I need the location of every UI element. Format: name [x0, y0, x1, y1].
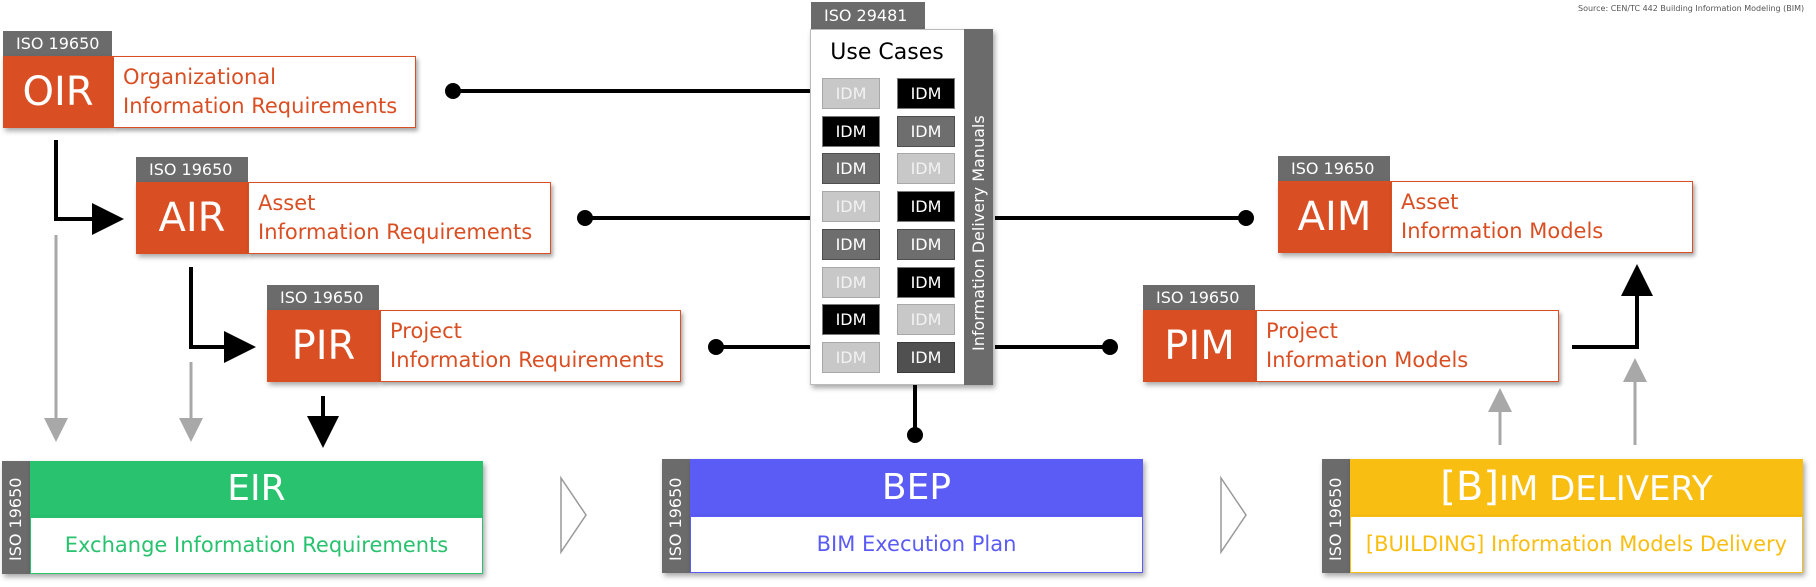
bep-desc: BIM Execution Plan: [690, 516, 1143, 573]
aim-line1: Asset: [1401, 190, 1459, 214]
pir-description: Project Information Requirements: [380, 310, 681, 382]
idm-chip: IDM: [897, 341, 955, 373]
idm-chip: IDM: [897, 78, 955, 109]
air-description: Asset Information Requirements: [248, 182, 551, 254]
air-tag: ISO 19650: [136, 157, 248, 182]
chevron-bep-delivery-icon: [1220, 475, 1247, 555]
connector-dot: [907, 427, 923, 443]
arrow-oir-air: [54, 140, 124, 235]
delivery-code-rest: IM DELIVERY: [1498, 469, 1713, 509]
idm-chip: IDM: [822, 266, 880, 298]
use-cases-tag: ISO 29481: [811, 2, 925, 29]
connector-dot: [708, 339, 724, 355]
bep-header: BEP: [690, 459, 1143, 516]
air-code: AIR: [136, 182, 248, 254]
arrow-pim-aim: [1572, 264, 1653, 349]
idm-chip: IDM: [822, 78, 880, 109]
delivery-side-tag: ISO 19650: [1326, 477, 1345, 561]
oir-description: Organizational Information Requirements: [113, 56, 416, 128]
pim-line1: Project: [1266, 319, 1338, 343]
connector-dot: [1102, 339, 1118, 355]
pir-line1: Project: [390, 319, 462, 343]
oir-code: OIR: [3, 56, 113, 128]
idm-chip: IDM: [897, 115, 955, 147]
eir-desc: Exchange Information Requirements: [30, 517, 483, 574]
idm-chip: IDM: [897, 266, 955, 298]
pim-code: PIM: [1143, 310, 1256, 382]
bep-side-tag: ISO 19650: [666, 477, 685, 561]
eir-side-tag-bg: [2, 461, 30, 574]
pim-tag: ISO 19650: [1143, 285, 1255, 310]
pim-description: Project Information Models: [1256, 310, 1559, 382]
idm-chip: IDM: [897, 304, 955, 336]
pim-line2: Information Models: [1266, 348, 1469, 372]
idm-chip: IDM: [897, 228, 955, 260]
delivery-side-tag-bg: [1322, 459, 1350, 573]
pir-line2: Information Requirements: [390, 348, 665, 372]
idm-chip: IDM: [822, 153, 880, 185]
idm-chip: IDM: [822, 341, 880, 373]
arrow-air-pir: [189, 267, 256, 363]
use-cases-title: Use Cases: [830, 40, 944, 65]
connector-dot: [1238, 210, 1254, 226]
eir-header: EIR: [30, 461, 483, 517]
air-line1: Asset: [258, 191, 316, 215]
idm-chip: IDM: [822, 304, 880, 336]
pir-code: PIR: [267, 310, 380, 382]
oir-tag: ISO 19650: [3, 31, 112, 56]
delivery-code-bracket: [B]: [1440, 464, 1499, 510]
connector-dot: [445, 83, 461, 99]
idm-sidebar: [964, 29, 993, 385]
idm-chip: IDM: [822, 115, 880, 147]
oir-line2: Information Requirements: [123, 94, 398, 118]
aim-tag: ISO 19650: [1278, 156, 1390, 181]
idm-chip: IDM: [897, 153, 955, 185]
bep-side-tag-bg: [662, 459, 690, 573]
oir-line1: Organizational: [123, 65, 276, 89]
delivery-header: [B]IM DELIVERY: [1350, 459, 1803, 516]
pir-tag: ISO 19650: [267, 285, 379, 310]
idm-chip: IDM: [822, 191, 880, 223]
eir-side-tag: ISO 19650: [6, 477, 25, 561]
connector-dot: [577, 210, 593, 226]
air-line2: Information Requirements: [258, 220, 533, 244]
idm-chip: IDM: [822, 228, 880, 260]
idm-sidebar-label: Information Delivery Manuals: [969, 115, 988, 351]
delivery-desc: [BUILDING] Information Models Delivery: [1350, 516, 1803, 573]
aim-line2: Information Models: [1401, 219, 1604, 243]
idm-chip: IDM: [897, 191, 955, 223]
aim-description: Asset Information Models: [1391, 181, 1693, 253]
aim-code: AIM: [1278, 181, 1391, 253]
source-note: Source: CEN/TC 442 Building Information …: [1578, 4, 1805, 13]
chevron-eir-bep-icon: [560, 475, 587, 555]
